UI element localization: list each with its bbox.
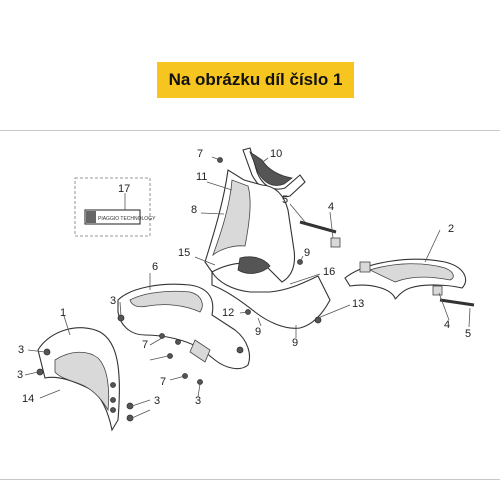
callout-9[interactable]: 9: [292, 337, 298, 349]
callout-7[interactable]: 7: [197, 148, 203, 160]
callout-7[interactable]: 7: [160, 376, 166, 388]
callout-15[interactable]: 15: [178, 247, 190, 259]
callout-11[interactable]: 11: [196, 171, 207, 183]
callout-4[interactable]: 4: [328, 201, 334, 213]
callout-9[interactable]: 9: [255, 326, 261, 338]
front-shield-part-8[interactable]: [204, 169, 296, 283]
callout-3[interactable]: 3: [17, 369, 23, 381]
callout-3[interactable]: 3: [154, 395, 160, 407]
sticker-brand: PIAGGIO TECHNOLOGY: [98, 216, 156, 222]
callout-17[interactable]: 17: [118, 183, 130, 195]
rear-mudguard-part-2[interactable]: [344, 258, 467, 300]
part-number-banner: Na obrázku díl číslo 1: [157, 62, 354, 98]
callout-14[interactable]: 14: [22, 393, 34, 405]
front-shield-lower-part-16[interactable]: [211, 270, 331, 329]
callout-6[interactable]: 6: [152, 261, 158, 273]
callout-12[interactable]: 12: [222, 307, 234, 319]
sticker-decal[interactable]: PIAGGIO TECHNOLOGY: [74, 177, 156, 237]
callout-3[interactable]: 3: [18, 344, 24, 356]
banner-text: Na obrázku díl číslo 1: [168, 70, 343, 89]
callout-16[interactable]: 16: [323, 266, 335, 278]
callout-7[interactable]: 7: [142, 339, 148, 351]
hardware-screws: [36, 157, 475, 422]
callout-8[interactable]: 8: [191, 204, 197, 216]
callout-2[interactable]: 2: [448, 223, 454, 235]
leader-lines: [24, 156, 471, 419]
callout-labels: 1 2 3 3 3 3 3 4 4 5 5 6 7 7 7 8 9 9 9 10…: [17, 148, 471, 407]
callout-1[interactable]: 1: [60, 307, 66, 319]
callout-13[interactable]: 13: [352, 298, 364, 310]
front-mudguard-part-1[interactable]: [37, 327, 120, 432]
callout-10[interactable]: 10: [270, 148, 282, 160]
callout-3[interactable]: 3: [195, 395, 201, 407]
diagram-frame: [0, 130, 500, 480]
callout-5[interactable]: 5: [465, 328, 471, 340]
inner-shield-part-6[interactable]: [117, 283, 251, 370]
callout-5[interactable]: 5: [282, 194, 288, 206]
callout-4[interactable]: 4: [444, 319, 450, 331]
callout-3[interactable]: 3: [110, 295, 116, 307]
callout-9[interactable]: 9: [304, 247, 310, 259]
